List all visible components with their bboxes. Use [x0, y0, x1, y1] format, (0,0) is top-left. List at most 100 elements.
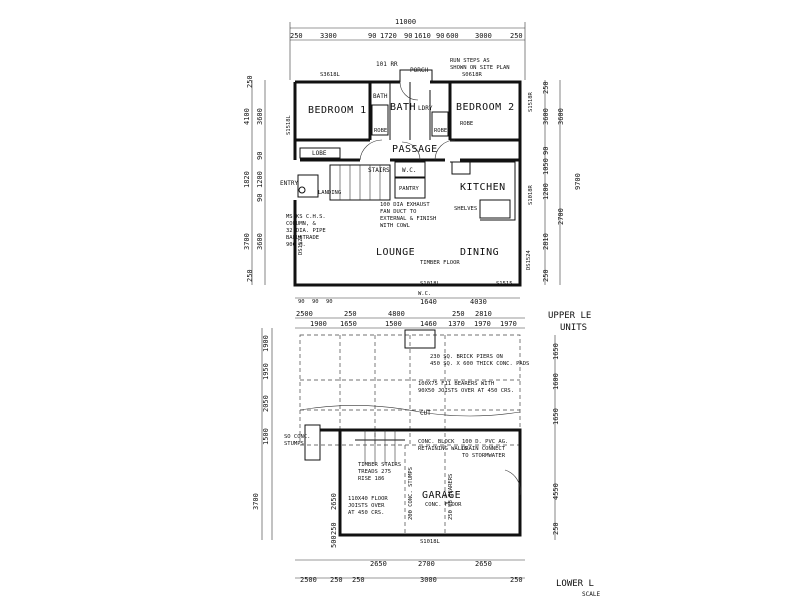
bottom-dim-5: 4030 [470, 298, 487, 306]
bottom-dim-4: 1640 [420, 298, 437, 306]
lower-right-dim-4: 4550 [552, 483, 560, 500]
room-robe-1: ROBE [374, 128, 387, 134]
column-note-4: BALUSTRADE [286, 235, 319, 241]
lower-note-23: S1018L [420, 539, 441, 545]
lower-top-dim-6: 1970 [500, 320, 517, 328]
room-robe-3: ROBE [460, 121, 473, 127]
top-dim-6: 1610 [414, 32, 431, 40]
room-passage: PASSAGE [392, 144, 438, 155]
top-dim-4: 1720 [380, 32, 397, 40]
room-robe-2: ROBE [434, 128, 447, 134]
lower-note-22: STUMPS [284, 441, 304, 447]
lower-bottom-dim-1: 250 [330, 576, 343, 584]
lower-note-4: 90X50 JOISTS OVER AT 450 CRS. [418, 388, 514, 394]
lower-top-dim-4: 250 [452, 310, 465, 318]
left-dim-3: 4100 [243, 108, 251, 125]
room-landing: LANDING [318, 190, 341, 196]
units-title: UNITS [560, 323, 587, 333]
lower-note-7: RETAINING WALLS [418, 446, 468, 452]
top-dim-10: 250 [510, 32, 523, 40]
lower-note-16: AT 450 CRS. [348, 510, 384, 516]
right-dim-5: 1050 [542, 158, 550, 175]
left-dim-5: 1200 [256, 171, 264, 188]
lower-right-dim-3: 1650 [552, 408, 560, 425]
right-dim-3: 3600 [557, 108, 565, 125]
column-note-5: 900 H. [286, 242, 306, 248]
exhaust-note-4: WITH COWL [380, 223, 410, 229]
lower-note-3: 100X75 F11 BEARERS WITH [418, 381, 494, 387]
window-s1518l: S1518L [286, 114, 292, 135]
lower-note-10: TO STORMWATER [462, 453, 506, 459]
room-bath-small: BATH [373, 93, 388, 100]
lower-top-dim-7: 1900 [310, 320, 327, 328]
left-dim-4: 90 [256, 152, 264, 160]
lower-top-dim-1: 2500 [296, 310, 313, 318]
lower-bottom-dim-3: 250 [352, 576, 365, 584]
lower-left-dim-1: 1900 [262, 335, 270, 352]
left-dim-6: 1820 [243, 171, 251, 188]
lower-note-8: 100 D. PVC AG. [462, 439, 508, 445]
right-dim-4: 90 [542, 147, 550, 155]
lower-top-dim-9: 1500 [385, 320, 402, 328]
top-note-6: S3618L [320, 72, 341, 78]
window-s1018r: S1018R [528, 184, 534, 205]
left-dim-7: 90 [256, 194, 264, 202]
upper-floor-plan: 11000 250 3300 90 1720 90 1610 90 600 30… [243, 18, 582, 306]
room-bedroom-2: BEDROOM 2 [456, 102, 515, 113]
window-s1518r: S1518R [528, 91, 534, 112]
lower-note-9: DRAIN CONNECT [462, 446, 506, 452]
lower-note-5: CUT [420, 410, 431, 417]
window-s1515: S1515 [496, 281, 513, 287]
room-entry: ENTRY [280, 180, 298, 187]
lower-note-6: CONC. BLOCK [418, 439, 455, 445]
right-dim-2: 3600 [542, 108, 550, 125]
room-garage: GARAGE [422, 490, 461, 501]
room-lobe: LOBE [312, 150, 327, 157]
lower-note-19: 200 CONC. STUMPS [408, 467, 414, 520]
lower-top-dim-12: 1970 [474, 320, 491, 328]
floor-note: TIMBER FLOOR [420, 260, 460, 266]
right-dim-8: 2810 [542, 233, 550, 250]
top-dim-8: 600 [446, 32, 459, 40]
left-dim-10: 250 [246, 269, 254, 282]
lower-bottom-dim-2: 2500 [300, 576, 317, 584]
scale-footer: SCALE [582, 591, 600, 598]
right-dim-10: 250 [542, 269, 550, 282]
lower-top-dim-11: 1370 [448, 320, 465, 328]
lower-left-dim-4: 1500 [262, 428, 270, 445]
top-note-5: S0618R [462, 72, 483, 78]
lower-note-18: CONC. FLOOR [425, 502, 462, 508]
lower-top-dim-3: 4800 [388, 310, 405, 318]
left-dim-1: 250 [246, 75, 254, 88]
lower-bottom-dim-8: 250 [510, 576, 523, 584]
lower-bottom-dim-4: 2650 [370, 560, 387, 568]
top-dim-5: 90 [404, 32, 412, 40]
exhaust-note-1: 100 DIA EXHAUST [380, 202, 430, 208]
lower-right-dim-2: 1600 [552, 373, 560, 390]
lower-note-20: 250 UB BEARERS [448, 474, 454, 520]
lower-note-2: 450 SQ. X 600 THICK CONC. PADS [430, 361, 529, 367]
lower-left-dim-3: 2050 [262, 395, 270, 412]
right-dim-1: 250 [542, 81, 550, 94]
room-stairs: STAIRS [368, 167, 390, 174]
room-laundry: LDRY [418, 105, 433, 112]
lower-top-dim-5: 2810 [475, 310, 492, 318]
column-note-1: MS KS C.H.S. [286, 214, 326, 220]
room-lounge: LOUNGE [376, 247, 415, 258]
door-ds1524-left: DS1524 [298, 234, 304, 255]
right-dim-6: 9700 [574, 173, 582, 190]
overall-width-dim: 11000 [395, 18, 416, 26]
exhaust-note-3: EXTERNAL & FINISH [380, 216, 436, 222]
lower-top-dim-2: 250 [344, 310, 357, 318]
lower-floor-plan: 2500 250 4800 250 2810 1970 1900 1650 15… [252, 310, 600, 598]
top-note-4: SHOWN ON SITE PLAN [450, 65, 510, 71]
left-dim-8: 3600 [256, 233, 264, 250]
lower-note-14: 110X40 FLOOR [348, 496, 388, 502]
lower-note-12: TREADS 275 [358, 469, 391, 475]
lower-right-dim-1: 1650 [552, 343, 560, 360]
room-wc: W.C. [402, 167, 416, 174]
column-note-3: 32 DIA. PIPE [286, 228, 326, 234]
lower-left-dim-2: 1950 [262, 363, 270, 380]
lower-note-21: SO CONC. [284, 434, 311, 440]
